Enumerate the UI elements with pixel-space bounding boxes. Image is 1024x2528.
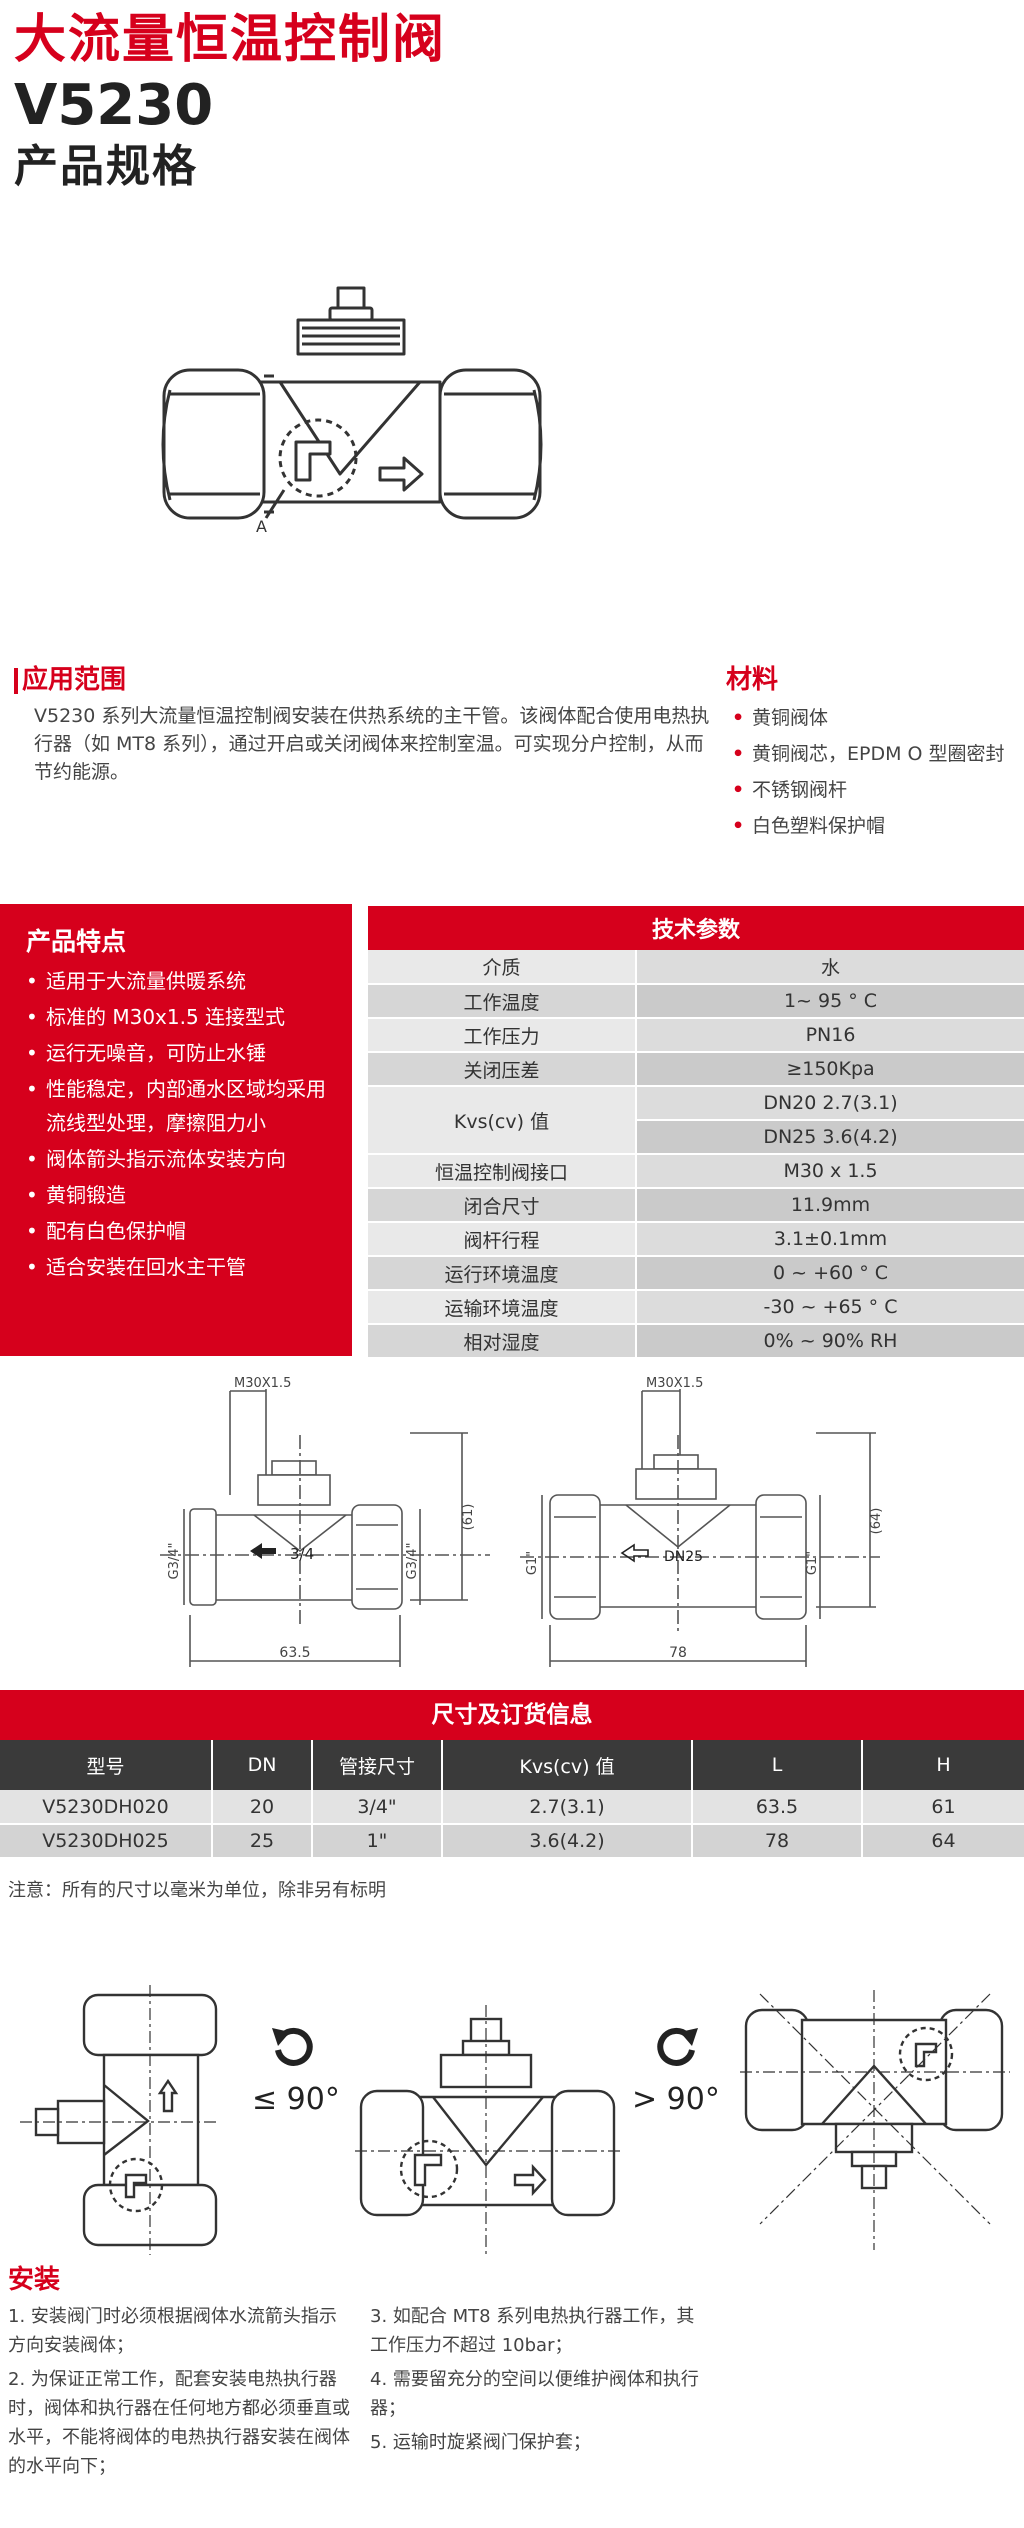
port-label-left: G1" xyxy=(525,1551,540,1575)
angle-limit-label: > 90° xyxy=(632,2082,720,2117)
port-label-right: G3/4" xyxy=(405,1543,420,1580)
feature-item: 适合安装在回水主干管 xyxy=(26,1250,332,1284)
install-step: 1. 安装阀门时必须根据阀体水流箭头指示方向安装阀体； xyxy=(8,2306,337,2356)
model-number: V5230 xyxy=(14,73,214,138)
horizontal-install-diagram xyxy=(355,2005,620,2255)
table-header-row: 型号 DN 管接尺寸 Kvs(cv) 值 L H xyxy=(0,1740,1024,1790)
features-heading: 产品特点 xyxy=(26,927,127,956)
application-text: V5230 系列大流量恒温控制阀安装在供热系统的主干管。该阀体配合使用电热执行器… xyxy=(34,705,710,783)
width-dimension: 63.5 xyxy=(279,1645,310,1661)
table-row: 介质水 xyxy=(368,950,1024,985)
port-label-left: G3/4" xyxy=(167,1543,182,1580)
order-table: 型号 DN 管接尺寸 Kvs(cv) 值 L H V5230DH020 20 3… xyxy=(0,1740,1024,1859)
rotate-cw-icon xyxy=(657,2027,698,2066)
table-row: 运输环境温度-30 ~ +65 ° C xyxy=(368,1290,1024,1325)
feature-item: 阀体箭头指示流体安装方向 xyxy=(26,1142,332,1176)
valve-illustration: A xyxy=(161,286,543,536)
install-step: 5. 运输时旋紧阀门保护套； xyxy=(370,2432,591,2453)
table-row: 关闭压差≥150Kpa xyxy=(368,1052,1024,1087)
install-heading: 安装 xyxy=(8,2265,61,2295)
dimension-drawing-dn20: M30X1.5 3/4 G3/4" G3/4" (61) 63.5 xyxy=(160,1376,490,1667)
tech-heading: 技术参数 xyxy=(368,906,1024,950)
table-row: DN25 3.6(4.2) xyxy=(368,1120,1024,1155)
thread-label: M30X1.5 xyxy=(234,1376,291,1391)
order-heading: 尺寸及订货信息 xyxy=(0,1690,1024,1740)
rotate-ccw-icon xyxy=(272,2027,313,2066)
features-panel: 产品特点 适用于大流量供暖系统 标准的 M30x1.5 连接型式 运行无噪音，可… xyxy=(0,904,352,1356)
materials-heading: 材料 xyxy=(726,665,779,695)
body-marking: 3/4 xyxy=(290,1545,314,1563)
page-subtitle: 产品规格 xyxy=(14,141,198,192)
features-list: 适用于大流量供暖系统 标准的 M30x1.5 连接型式 运行无噪音，可防止水锤 … xyxy=(26,964,332,1284)
feature-item: 配有白色保护帽 xyxy=(26,1214,332,1248)
page-title: 大流量恒温控制阀 xyxy=(14,10,447,70)
material-item: 黄铜阀芯，EPDM O 型圈密封 xyxy=(732,736,1024,772)
angle-limit-label: ≤ 90° xyxy=(252,2082,340,2117)
thread-label: M30X1.5 xyxy=(646,1376,703,1391)
dimension-drawing-dn25: M30X1.5 DN25 G1" G1" (64) 78 xyxy=(520,1376,884,1667)
port-label-right: G1" xyxy=(805,1551,820,1575)
material-item: 黄铜阀体 xyxy=(732,700,1024,736)
svg-text:A: A xyxy=(256,517,267,536)
inverted-install-diagram xyxy=(740,1990,1010,2250)
height-dimension: (61) xyxy=(461,1504,476,1531)
feature-item: 性能稳定，内部通水区域均采用流线型处理，摩擦阻力小 xyxy=(26,1072,332,1140)
width-dimension: 78 xyxy=(669,1645,687,1661)
table-row: V5230DH025 25 1" 3.6(4.2) 78 64 xyxy=(0,1824,1024,1859)
section-marker xyxy=(14,668,18,694)
feature-item: 黄铜锻造 xyxy=(26,1178,332,1212)
height-dimension: (64) xyxy=(869,1508,884,1535)
install-step: 2. 为保证正常工作，配套安装电热执行器时，阀体和执行器在任何地方都必须垂直或水… xyxy=(8,2369,350,2477)
install-step: 4. 需要留充分的空间以便维护阀体和执行器； xyxy=(370,2369,699,2419)
material-item: 白色塑料保护帽 xyxy=(732,808,1024,844)
feature-item: 运行无噪音，可防止水锤 xyxy=(26,1036,332,1070)
body-marking: DN25 xyxy=(664,1549,703,1565)
material-item: 不锈钢阀杆 xyxy=(732,772,1024,808)
vertical-install-diagram xyxy=(20,1985,220,2255)
materials-list: 黄铜阀体 黄铜阀芯，EPDM O 型圈密封 不锈钢阀杆 白色塑料保护帽 xyxy=(732,700,1024,844)
install-step: 3. 如配合 MT8 系列电热执行器工作，其工作压力不超过 10bar； xyxy=(370,2306,695,2356)
application-heading: 应用范围 xyxy=(22,665,127,695)
table-row: V5230DH020 20 3/4" 2.7(3.1) 63.5 61 xyxy=(0,1790,1024,1825)
feature-item: 适用于大流量供暖系统 xyxy=(26,964,332,998)
dimension-note: 注意：所有的尺寸以毫米为单位，除非另有标明 xyxy=(8,1880,386,1901)
install-column-2: 3. 如配合 MT8 系列电热执行器工作，其工作压力不超过 10bar； 4. … xyxy=(370,2302,710,2462)
install-column-1: 1. 安装阀门时必须根据阀体水流箭头指示方向安装阀体； 2. 为保证正常工作，配… xyxy=(8,2302,350,2486)
feature-item: 标准的 M30x1.5 连接型式 xyxy=(26,1000,332,1034)
